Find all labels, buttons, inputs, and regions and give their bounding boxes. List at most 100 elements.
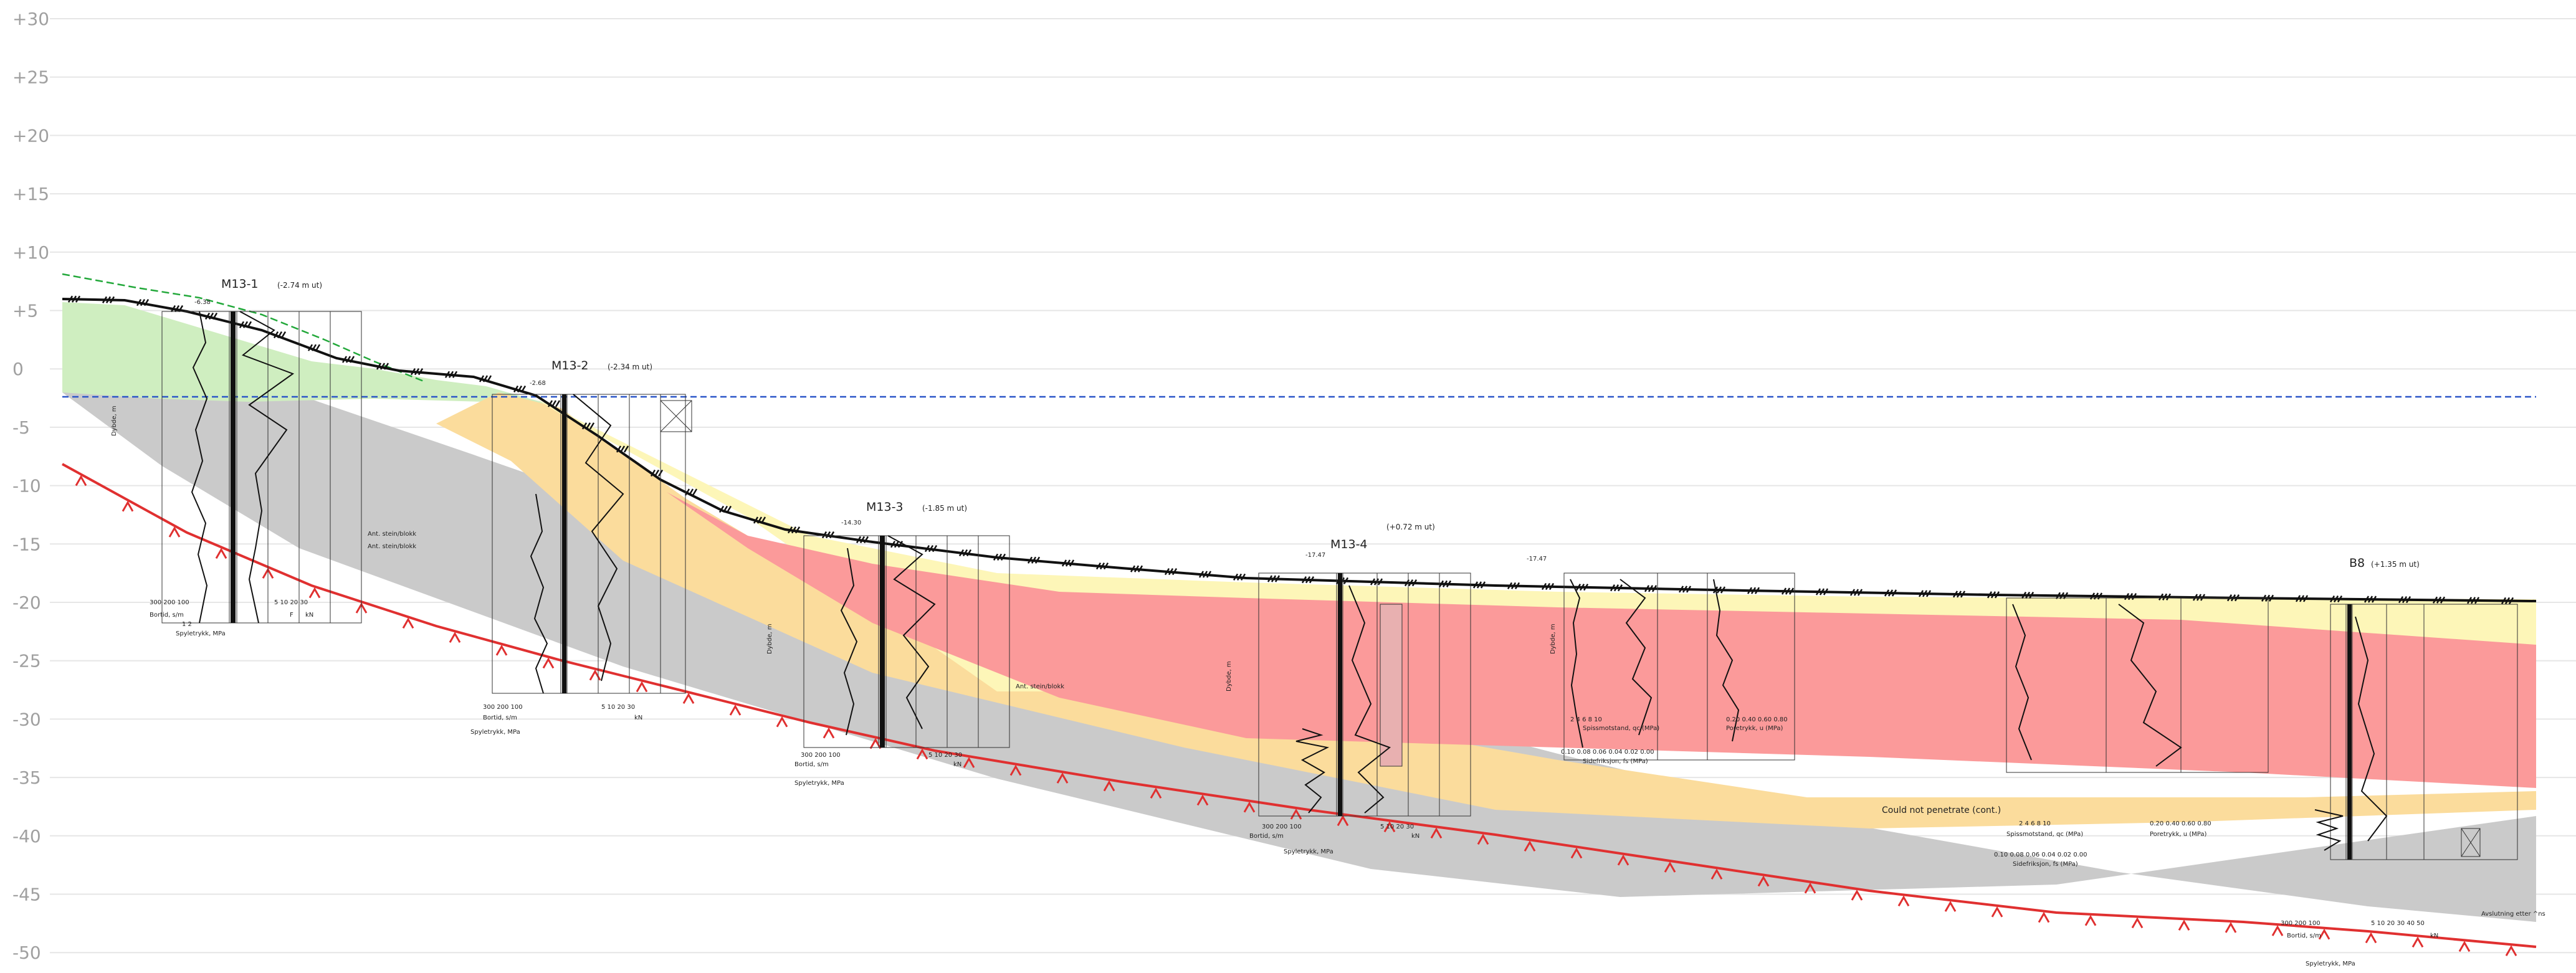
terrain-hatch (448, 371, 454, 378)
terrain-hatch (1099, 562, 1105, 570)
terrain-hatch (966, 549, 972, 557)
borehole-offset: (-2.34 m ut) (608, 363, 652, 371)
borehole-b8: B8 (+1.35 m ut) Avslutning etter ^ns 300… (2281, 556, 2545, 967)
axis-label: Spyletrykk, MPa (794, 780, 844, 787)
terrain-hatch (753, 516, 759, 524)
fs-label: Sidefriksjon, fs (MPa) (2013, 861, 2078, 868)
terrain-hatch (1411, 579, 1418, 587)
terrain-hatch (623, 445, 629, 453)
terrain-hatch (2432, 596, 2438, 604)
terrain-hatch (1240, 573, 1246, 581)
bedrock-line (62, 463, 2537, 948)
depth-label: Dybde, m (766, 624, 773, 654)
terrain-hatch (2196, 594, 2202, 601)
u-label: Poretrykk, u (MPa) (2150, 831, 2206, 838)
axis-ticks: 5 10 20 30 (274, 599, 308, 606)
terrain-hatch (417, 368, 424, 376)
elevation-tick-label: -35 (12, 767, 41, 788)
borehole-offset: (-2.74 m ut) (277, 281, 322, 290)
borehole-id: M13-4 (1330, 538, 1368, 551)
terrain-hatch (109, 296, 115, 303)
bedrock-marker (963, 757, 975, 768)
terrain-hatch (1925, 590, 1932, 597)
terrain-hatch (1575, 583, 1581, 591)
qc-ticks: 2 4 6 8 10 (1570, 716, 1602, 723)
cpt-sounding-2: Could not penetrate (cont.) 2 4 6 8 10 S… (1882, 597, 2269, 868)
terrain-hatch (2470, 597, 2476, 604)
terrain-hatch (993, 553, 999, 561)
borehole-id: M13-2 (551, 359, 589, 373)
terrain-hatch (924, 544, 930, 553)
elevation-tick-label: -30 (12, 709, 41, 729)
terrain-hatch (174, 305, 180, 313)
terrain-hatch (280, 331, 287, 339)
bedrock-marker (1243, 801, 1256, 813)
terrain-hatch (1198, 571, 1205, 578)
terrain-hatch (2367, 596, 2373, 603)
terrain-hatch (1545, 582, 1551, 591)
terrain-hatch (178, 305, 184, 313)
terrain-hatch (1065, 559, 1071, 567)
axis-unit: kN (1411, 833, 1419, 840)
bedrock-marker (682, 693, 695, 704)
axis-label: Bortid, s/m (794, 761, 829, 768)
bedrock-marker (823, 727, 835, 739)
terrain-hatch (1952, 591, 1958, 598)
elevation-tick-label: -50 (12, 942, 41, 963)
terrain-hatch (2474, 597, 2480, 604)
terrain-hatch (863, 536, 869, 544)
terrain-hatch (1301, 576, 1307, 584)
ground-level: -17.47 (1305, 552, 1325, 559)
terrain-hatch (1130, 565, 1136, 572)
terrain-hatch (692, 488, 698, 496)
axis-label: Bortid, s/m (2287, 933, 2321, 939)
terrain-hatch (1137, 565, 1143, 572)
terrain-hatch (722, 505, 728, 513)
bedrock-marker (1710, 868, 1723, 880)
terrain-hatch (650, 469, 656, 477)
bedrock-marker (2505, 945, 2517, 957)
terrain-hatch (1267, 575, 1273, 582)
axis-unit: kN (634, 714, 642, 721)
terrain-hatch (341, 356, 348, 363)
bedrock-marker (1617, 854, 1629, 866)
axis-ticks: 5 10 20 30 (1380, 823, 1414, 830)
terrain-hatch (1343, 577, 1349, 584)
terrain-hatch (825, 531, 831, 539)
terrain-hatch (410, 368, 416, 376)
previous-terrain-line (62, 273, 424, 382)
terrain-hatch (890, 541, 896, 548)
terrain-hatch (2508, 597, 2514, 605)
terrain-hatch (585, 422, 591, 430)
terrain-hatch (1857, 589, 1863, 596)
borehole-offset: (+0.72 m ut) (1386, 523, 1435, 531)
bedrock-marker (776, 716, 788, 728)
terrain-hatch (2028, 591, 2035, 599)
terrain-hatch (619, 445, 626, 453)
refusal-note: Could not penetrate (cont.) (1882, 805, 2001, 815)
terrain-hatch (2402, 596, 2408, 604)
terrain-hatch (726, 505, 732, 513)
axis-label: Spyletrykk, MPa (1284, 848, 1333, 855)
terrain-hatch (1510, 582, 1517, 590)
terrain-hatch (1031, 556, 1037, 564)
u-ticks: 0.20 0.40 0.60 0.80 (1726, 716, 1788, 723)
bedrock-marker (449, 632, 461, 643)
bedrock-marker (402, 617, 414, 629)
elevation-tick-label: +25 (12, 67, 49, 88)
ground-level: -17.47 (1527, 556, 1547, 562)
terrain-hatch (1373, 578, 1380, 586)
ground-level: -6.38 (194, 299, 211, 306)
elevation-tick-label: +20 (12, 125, 49, 146)
terrain-hatch (1686, 586, 1692, 593)
terrain-hatch (1956, 591, 1962, 598)
qc-label: Spissmotstand, qc (MPa) (2006, 831, 2083, 838)
terrain-hatch (718, 505, 725, 513)
terrain-hatch (1507, 582, 1513, 590)
terrain-hatch (383, 363, 389, 370)
terrain-hatch (482, 375, 489, 382)
terrain-hatch (1648, 585, 1654, 592)
borehole-m13-1: M13-1 (-2.74 m ut) -6.38 Dybde, m Ant. s… (111, 277, 416, 637)
borehole-id: M13-1 (221, 277, 259, 291)
terrain-hatch (1987, 591, 1993, 599)
